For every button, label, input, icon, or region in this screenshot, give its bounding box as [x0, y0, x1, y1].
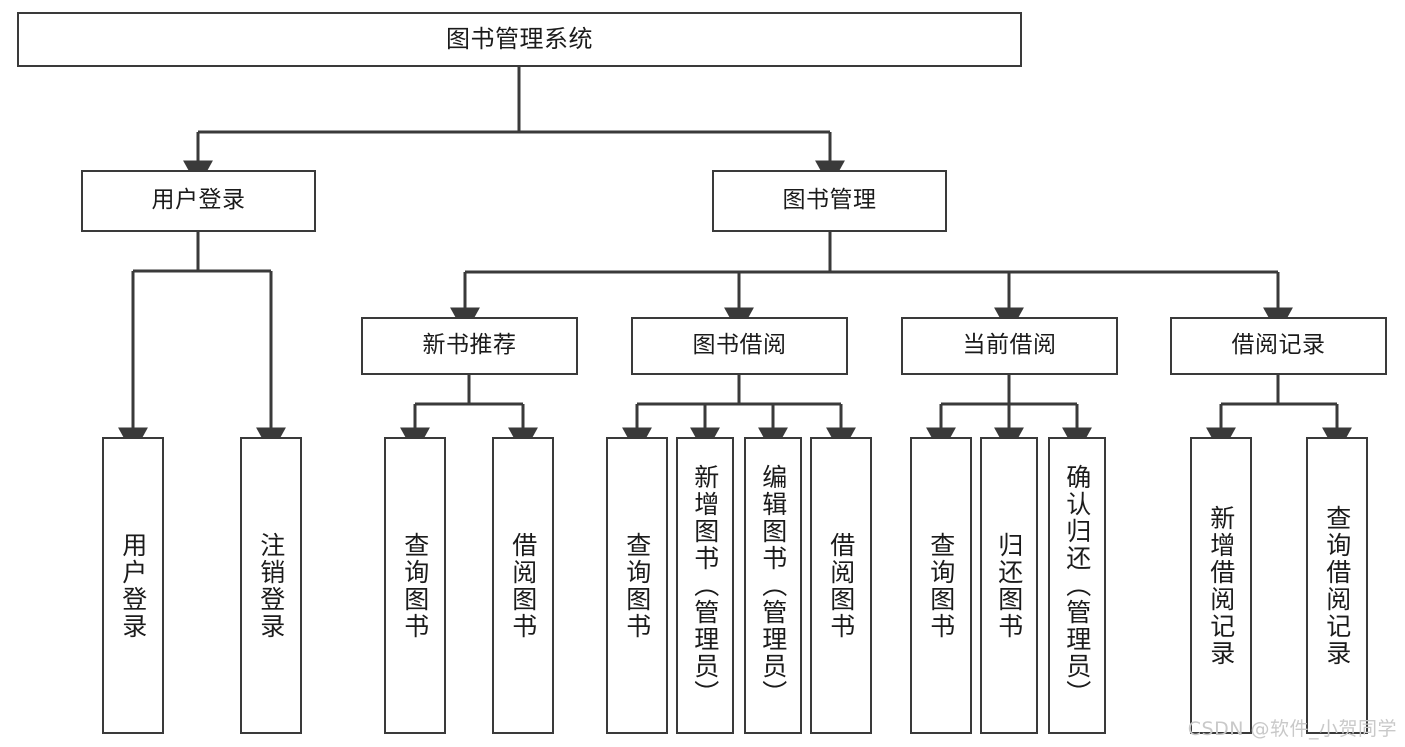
node-label: 确认归还（管理员）: [1062, 464, 1092, 707]
node-label: 查询图书: [622, 531, 652, 640]
node-label: 注销登录: [256, 531, 286, 640]
node-current-borrowing[interactable]: 当前借阅: [901, 317, 1118, 375]
node-book-management[interactable]: 图书管理: [712, 170, 947, 232]
node-label: 用户登录: [118, 531, 148, 640]
leaf-return-book[interactable]: 归还图书: [980, 437, 1038, 734]
node-label: 编辑图书（管理员）: [758, 464, 788, 707]
node-label: 归还图书: [994, 531, 1024, 640]
leaf-query-book-recommend[interactable]: 查询图书: [384, 437, 446, 734]
leaf-query-book-borrow[interactable]: 查询图书: [606, 437, 668, 734]
node-label: 查询图书: [926, 531, 956, 640]
node-borrowing-record[interactable]: 借阅记录: [1170, 317, 1387, 375]
node-label: 新增图书（管理员）: [690, 464, 720, 707]
node-new-book-recommendation[interactable]: 新书推荐: [361, 317, 578, 375]
csdn-watermark: CSDN @软件_小贺同学: [1187, 718, 1397, 740]
leaf-user-login[interactable]: 用户登录: [102, 437, 164, 734]
node-label: 用户登录: [151, 187, 246, 214]
node-label: 当前借阅: [962, 332, 1057, 359]
leaf-borrow-book[interactable]: 借阅图书: [810, 437, 872, 734]
node-book-borrowing[interactable]: 图书借阅: [631, 317, 848, 375]
node-label: 图书管理系统: [446, 25, 593, 54]
node-label: 新书推荐: [422, 332, 517, 359]
node-label: 借阅记录: [1231, 332, 1326, 359]
leaf-borrow-book-recommend[interactable]: 借阅图书: [492, 437, 554, 734]
leaf-add-borrow-record[interactable]: 新增借阅记录: [1190, 437, 1252, 734]
leaf-logout[interactable]: 注销登录: [240, 437, 302, 734]
node-label: 借阅图书: [826, 531, 856, 640]
leaf-confirm-return-admin[interactable]: 确认归还（管理员）: [1048, 437, 1106, 734]
leaf-query-borrow-record[interactable]: 查询借阅记录: [1306, 437, 1368, 734]
node-label: 图书借阅: [692, 332, 787, 359]
node-root-book-management-system[interactable]: 图书管理系统: [17, 12, 1022, 67]
leaf-add-book-admin[interactable]: 新增图书（管理员）: [676, 437, 734, 734]
node-label: 新增借阅记录: [1206, 504, 1236, 667]
node-label: 查询图书: [400, 531, 430, 640]
node-user-login[interactable]: 用户登录: [81, 170, 316, 232]
node-label: 查询借阅记录: [1322, 504, 1352, 667]
leaf-query-book-current[interactable]: 查询图书: [910, 437, 972, 734]
node-label: 借阅图书: [508, 531, 538, 640]
leaf-edit-book-admin[interactable]: 编辑图书（管理员）: [744, 437, 802, 734]
node-label: 图书管理: [782, 187, 877, 214]
